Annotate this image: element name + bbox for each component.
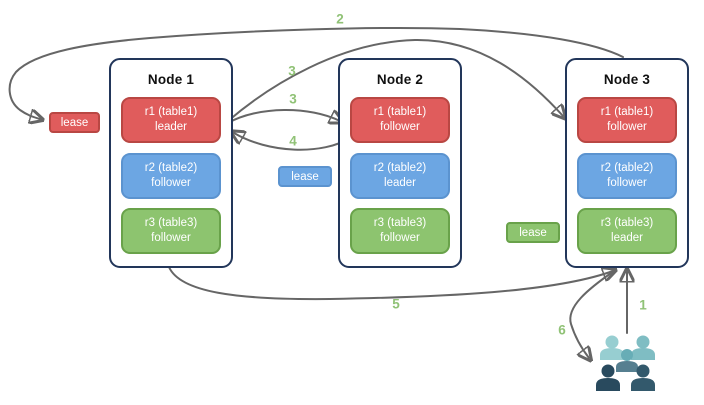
replica-role: follower — [151, 232, 191, 244]
replica-role: follower — [151, 177, 191, 189]
lease-badge-r3: lease — [506, 222, 560, 243]
person-icon — [596, 364, 620, 391]
step-label-4: 4 — [289, 133, 297, 149]
replica-role: follower — [607, 177, 647, 189]
node3-replica-r3: r3 (table3) leader — [577, 208, 677, 254]
node2-replica-r1: r1 (table1) follower — [350, 97, 450, 143]
node2-replica-r2: r2 (table2) leader — [350, 153, 450, 199]
replica-role: follower — [607, 121, 647, 133]
step-label-5: 5 — [392, 296, 400, 312]
replica-role: follower — [380, 232, 420, 244]
node-title: Node 3 — [603, 72, 651, 87]
node3-replica-r2: r2 (table2) follower — [577, 153, 677, 199]
node1-replica-r3: r3 (table3) follower — [121, 208, 221, 254]
arrow-step-5 — [168, 267, 613, 301]
step-label-1: 1 — [639, 297, 647, 313]
arrow-step-3-to-node2 — [227, 109, 340, 123]
replica-name: r1 (table1) — [600, 105, 654, 118]
arrow-step-3-to-node3 — [227, 38, 563, 122]
replica-name: r1 (table1) — [144, 105, 198, 118]
replica-role: leader — [384, 177, 416, 189]
node2-replica-r3: r3 (table3) follower — [350, 208, 450, 254]
node1-replica-r2: r2 (table2) follower — [121, 153, 221, 199]
replica-name: r3 (table3) — [373, 216, 427, 229]
arrow-step-6 — [569, 270, 615, 358]
replica-role: leader — [155, 121, 187, 133]
users-icon — [596, 335, 655, 391]
replica-name: r2 (table2) — [144, 161, 198, 174]
replica-name: r2 (table2) — [373, 161, 427, 174]
node-2: Node 2 r1 (table1) follower r2 (table2) … — [338, 58, 462, 268]
node-title: Node 1 — [147, 72, 195, 87]
person-icon — [600, 335, 624, 360]
step-label-2: 2 — [336, 11, 344, 27]
step-label-3b: 3 — [289, 91, 297, 107]
replica-role: follower — [380, 121, 420, 133]
node3-replica-r1: r1 (table1) follower — [577, 97, 677, 143]
node-title: Node 2 — [376, 72, 424, 87]
lease-badge-r2: lease — [278, 166, 332, 187]
lease-badge-r1: lease — [49, 112, 100, 133]
replica-name: r2 (table2) — [600, 161, 654, 174]
person-icon — [616, 349, 638, 372]
node1-replica-r1: r1 (table1) leader — [121, 97, 221, 143]
replica-role: leader — [611, 232, 643, 244]
node-3: Node 3 r1 (table1) follower r2 (table2) … — [565, 58, 689, 268]
step-label-3a: 3 — [288, 63, 296, 79]
arrow-step-2 — [8, 27, 624, 119]
node-1: Node 1 r1 (table1) leader r2 (table2) fo… — [109, 58, 233, 268]
replica-name: r3 (table3) — [600, 216, 654, 229]
person-icon — [631, 364, 655, 391]
replica-name: r1 (table1) — [373, 105, 427, 118]
replica-name: r3 (table3) — [144, 216, 198, 229]
step-label-6: 6 — [558, 322, 566, 338]
person-icon — [631, 335, 655, 360]
